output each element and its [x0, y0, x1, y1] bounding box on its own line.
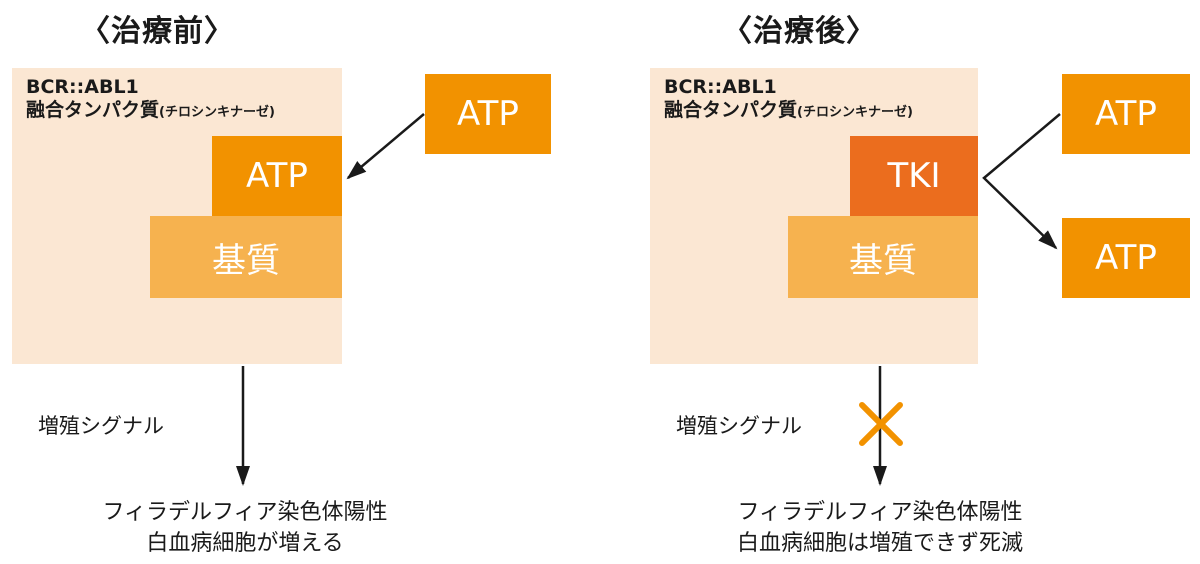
after-protein-label: BCR::ABL1 融合タンパク質(チロシンキナーゼ) [664, 76, 913, 124]
before-protein-kinase-note: (チロシンキナーゼ) [159, 105, 275, 120]
before-result-line1: フィラデルフィア染色体陽性 [102, 500, 388, 525]
after-atp-deflect-arrow [982, 113, 1061, 250]
after-protein-kinase-note: (チロシンキナーゼ) [797, 105, 913, 120]
before-result: フィラデルフィア染色体陽性 白血病細胞が増える [60, 497, 430, 559]
before-protein-label: BCR::ABL1 融合タンパク質(チロシンキナーゼ) [26, 76, 275, 124]
after-title: 〈治療後〉 [722, 14, 877, 49]
before-substrate: 基質 [150, 216, 342, 298]
before-protein-name: BCR::ABL1 [26, 76, 139, 98]
after-signal-label: 増殖シグナル [676, 414, 802, 438]
signal-blocked-cross-icon [859, 402, 903, 446]
after-result-line2: 白血病細胞は増殖できず死滅 [736, 531, 1023, 556]
before-protein-type: 融合タンパク質(チロシンキナーゼ) [26, 99, 275, 121]
after-free-atp-bottom: ATP [1062, 218, 1190, 298]
before-bound-atp: ATP [212, 136, 342, 216]
after-protein-type: 融合タンパク質(チロシンキナーゼ) [664, 99, 913, 121]
after-result-line1: フィラデルフィア染色体陽性 [737, 500, 1023, 525]
before-atp-binding-arrow [346, 113, 425, 180]
before-free-atp: ATP [425, 74, 551, 154]
after-bound-tki: TKI [850, 136, 978, 216]
after-substrate: 基質 [788, 216, 978, 298]
before-title: 〈治療前〉 [80, 14, 235, 49]
after-protein-name: BCR::ABL1 [664, 76, 777, 98]
before-result-line2: 白血病細胞が増える [146, 531, 344, 556]
before-signal-label: 増殖シグナル [38, 414, 164, 438]
after-result: フィラデルフィア染色体陽性 白血病細胞は増殖できず死滅 [690, 497, 1070, 559]
after-free-atp-top: ATP [1062, 74, 1190, 154]
